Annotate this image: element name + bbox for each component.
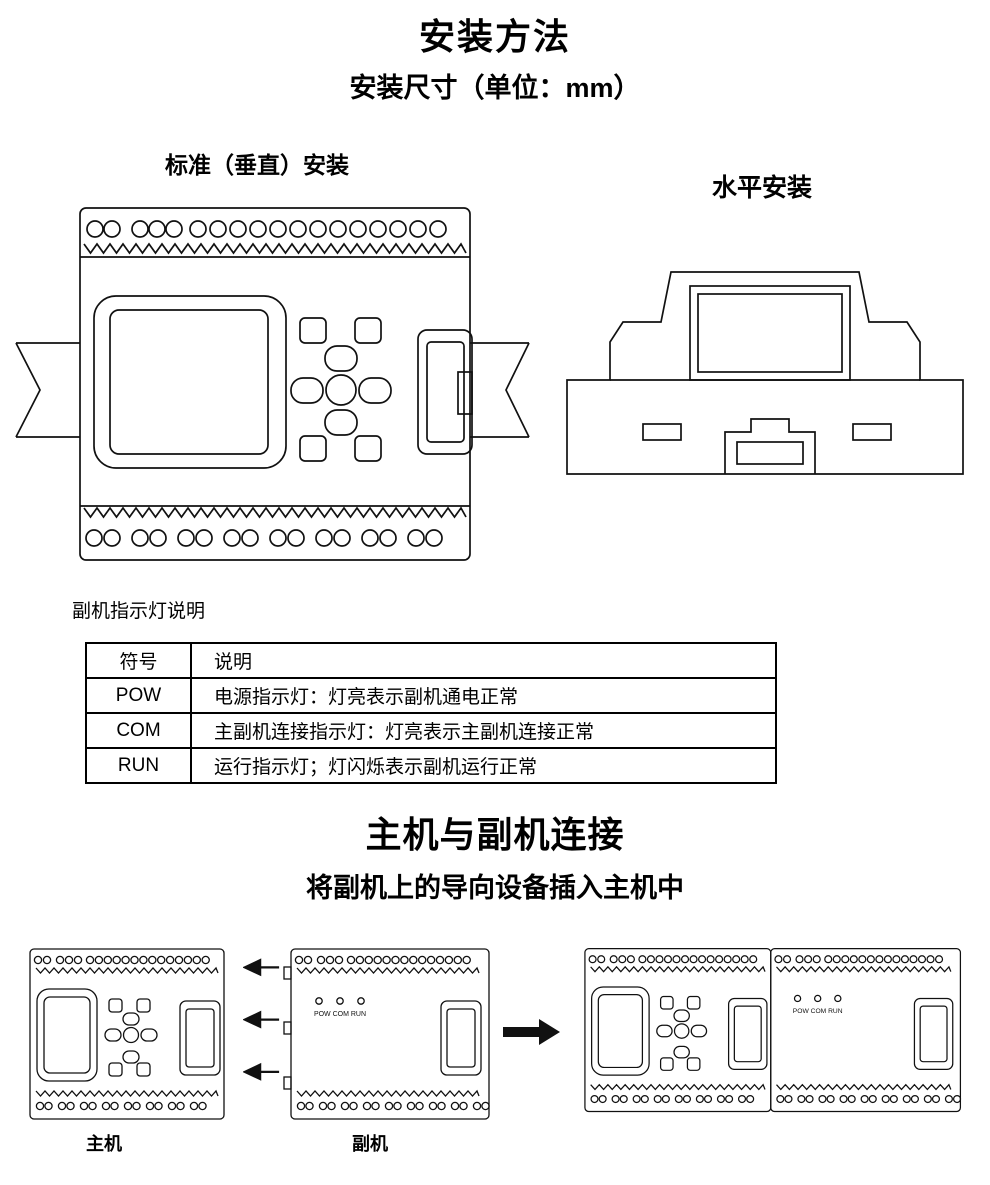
module-window [689, 285, 851, 381]
description-header: 说明 [190, 642, 777, 679]
combined-modules-diagram [584, 948, 962, 1113]
indicator-table-heading: 副机指示灯说明 [72, 601, 206, 622]
result-arrow-icon [503, 1019, 560, 1045]
combined-master-module [584, 948, 772, 1113]
description-cell: 主副机连接指示灯：灯亮表示主副机连接正常 [190, 712, 777, 749]
symbol-cell: POW [85, 677, 192, 714]
master-label: 主机 [86, 1134, 122, 1154]
horizontal-install-diagram [566, 271, 964, 475]
module-profile [566, 271, 964, 475]
guide-tabs [283, 966, 292, 1090]
expansion-connector [417, 329, 473, 455]
din-clip [724, 418, 816, 474]
slave-label: 副机 [352, 1134, 388, 1154]
table-row: RUN 运行指示灯；灯闪烁表示副机运行正常 [85, 747, 777, 784]
symbol-cell: RUN [85, 747, 192, 784]
description-cell: 运行指示灯；灯闪烁表示副机运行正常 [190, 747, 777, 784]
symbol-header: 符号 [85, 642, 192, 679]
horizontal-install-label: 水平安装 [712, 174, 813, 202]
terminal-row-bottom [85, 529, 443, 547]
page-title: 安装方法 [418, 16, 571, 57]
din-rail-left-icon [15, 342, 80, 438]
connection-title: 主机与副机连接 [365, 814, 625, 855]
table-header-row: 符号 说明 [85, 642, 777, 679]
table-row: COM 主副机连接指示灯：灯亮表示主副机连接正常 [85, 712, 777, 749]
button-cluster [290, 317, 392, 462]
insert-arrows-icon [243, 958, 280, 1081]
dimensions-subtitle: 安装尺寸（单位：mm） [349, 73, 641, 103]
slave-module-diagram [283, 948, 490, 1120]
module-body [79, 207, 471, 561]
top-serration [83, 242, 467, 255]
mounting-slots [642, 423, 892, 441]
terminal-row-top [86, 220, 447, 238]
description-cell: 电源指示灯：灯亮表示副机通电正常 [190, 677, 777, 714]
indicator-table: 符号 说明 POW 电源指示灯：灯亮表示副机通电正常 COM 主副机连接指示灯：… [85, 642, 777, 784]
din-rail-right-icon [470, 342, 530, 438]
bottom-serration [83, 506, 467, 519]
symbol-cell: COM [85, 712, 192, 749]
combined-slave-module [770, 948, 962, 1113]
connection-subtitle: 将副机上的导向设备插入主机中 [306, 873, 684, 903]
table-row: POW 电源指示灯：灯亮表示副机通电正常 [85, 677, 777, 714]
master-module-diagram [29, 948, 225, 1120]
vertical-install-label: 标准（垂直）安装 [165, 152, 349, 178]
display-screen [93, 295, 287, 469]
vertical-install-diagram [15, 207, 530, 561]
